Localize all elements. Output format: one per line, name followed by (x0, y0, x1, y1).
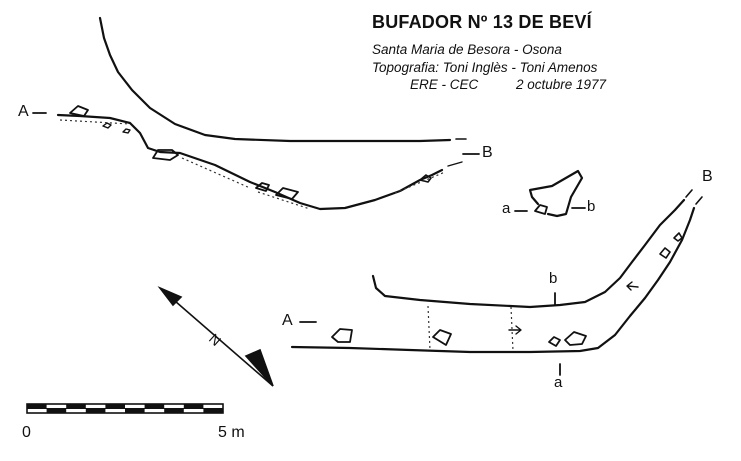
plan-entrance-label: A (282, 312, 293, 329)
north-arrow-tail (157, 286, 183, 307)
plan-boulder (548, 336, 561, 347)
scale-bar (26, 403, 224, 414)
scale-bar-segment (125, 408, 145, 413)
plan-lower-wall (290, 206, 696, 354)
cross-section-boulder (534, 204, 548, 215)
profile-boulder (255, 182, 270, 192)
plan-boulder (564, 331, 587, 346)
plan-boulder (673, 232, 683, 242)
scale-bar-segment (164, 408, 184, 413)
scale-end-label: 5 m (218, 424, 245, 441)
profile-pebble (102, 122, 112, 129)
scale-bar-segment (203, 408, 223, 413)
profile-boulder (152, 149, 179, 161)
profile-floor-line (56, 113, 444, 211)
scale-bar-segment (144, 404, 165, 409)
north-arrow (157, 286, 274, 387)
profile-floor-tail (447, 161, 463, 167)
profile-boulder (275, 187, 299, 200)
scale-bar-segment (27, 404, 47, 409)
profile-sediment-stipple (59, 119, 446, 210)
plan-section-a-label: a (554, 374, 563, 391)
scale-bar-segment (46, 408, 67, 413)
plan-end-tick (685, 189, 693, 198)
profile-pebble (122, 128, 131, 134)
plan-boulder (432, 329, 452, 346)
plan-boulder (331, 328, 353, 343)
profile-boulder (69, 105, 89, 117)
plan-section-line (427, 305, 431, 351)
plan-slope-arrow (508, 325, 522, 335)
cross-section-a-label: a (502, 200, 511, 217)
plan-section-line (510, 306, 514, 352)
scale-bar-segment (66, 404, 86, 409)
surveyors-text: Topografia: Toni Inglès - Toni Amenos (372, 60, 598, 75)
profile-boulder (419, 174, 432, 183)
scale-bar-segment (105, 404, 125, 409)
north-arrow-head (244, 348, 274, 387)
scale-start-label: 0 (22, 424, 31, 441)
scale-bar-segment (183, 404, 204, 409)
plan-upper-wall (371, 198, 686, 309)
north-arrow-label: N (206, 330, 224, 349)
plan-end-label: B (702, 168, 713, 185)
plan-end-tick (695, 196, 703, 205)
survey-title: BUFADOR Nº 13 DE BEVÍ (372, 12, 592, 32)
date-text: 2 octubre 1977 (516, 77, 607, 92)
profile-start-label: A (18, 103, 29, 120)
cross-section-outline (528, 169, 584, 218)
plan-section-b-label: b (549, 270, 558, 287)
scale-bar-segment (85, 408, 106, 413)
north-arrow-shaft (159, 287, 274, 387)
cross-section-b-label: b (587, 198, 596, 215)
profile-end-label: B (482, 144, 493, 161)
location-text: Santa Maria de Besora - Osona (372, 42, 562, 57)
club-text: ERE - CEC (410, 77, 479, 92)
plan-boulder (659, 247, 671, 259)
plan-slope-arrow (626, 281, 639, 291)
profile-ceiling-line (98, 16, 452, 143)
